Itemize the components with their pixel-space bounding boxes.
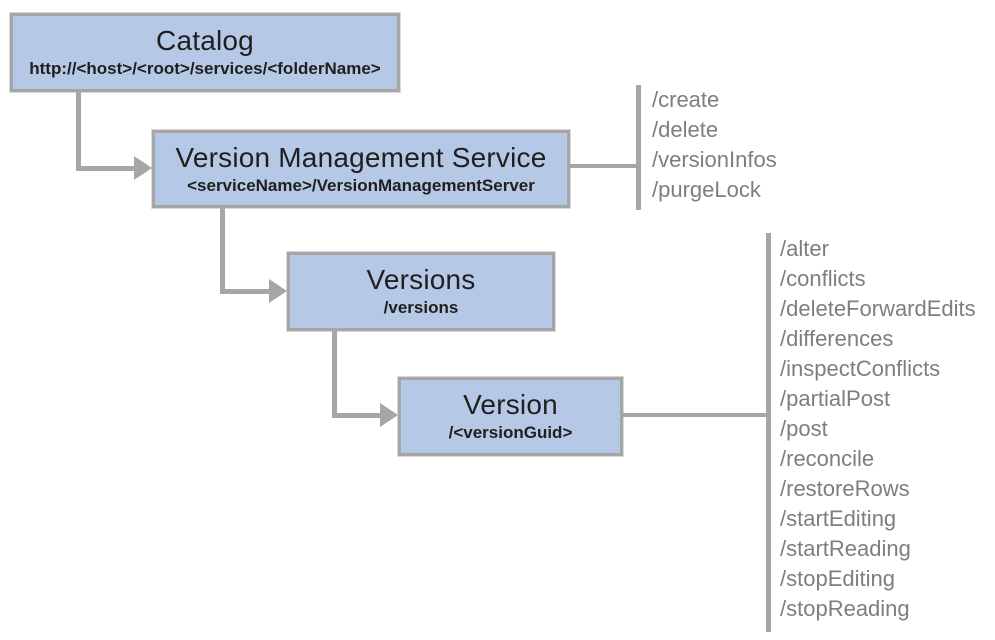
node-catalog-title: Catalog [156,25,254,57]
operation-label: /create [652,87,720,112]
arrowhead-icon [269,279,287,303]
operation-label: /post [780,416,828,441]
node-versions-title: Versions [366,264,476,296]
node-version-title: Version [463,389,558,421]
node-version: Version /<versionGuid> [398,377,623,456]
connector-versions-version-horizontal [332,413,382,418]
operations-bracket-version [766,233,771,632]
operation-label: /delete [652,117,719,142]
operation-label: /inspectConflicts [780,356,941,381]
connector-catalog-vms-vertical [76,92,81,171]
connector-catalog-vms-horizontal [76,166,136,171]
operation-label: /partialPost [780,386,891,411]
version-operations-list: /alter/conflicts/deleteForwardEdits/diff… [780,234,976,624]
node-catalog: Catalog http://<host>/<root>/services/<f… [10,13,400,92]
vms-operations-list: /create/delete/versionInfos/purgeLock [652,85,777,205]
operation-label: /differences [780,326,894,351]
operation-label: /deleteForwardEdits [780,296,976,321]
node-versions: Versions /versions [287,252,555,331]
operation-label: /conflicts [780,266,866,291]
arrowhead-icon [380,403,398,427]
connector-versions-version-vertical [332,331,337,418]
node-version-url: /<versionGuid> [448,423,573,443]
operation-label: /versionInfos [652,147,777,172]
node-vms-url: <serviceName>/VersionManagementServer [187,175,535,195]
operation-label: /stopReading [780,596,910,621]
connector-vms-versions-horizontal [220,289,271,294]
operation-label: /startEditing [780,506,897,531]
connector-vms-versions-vertical [220,208,225,294]
operation-label: /purgeLock [652,177,761,202]
operation-label: /stopEditing [780,566,895,591]
operation-label: /reconcile [780,446,875,471]
arrowhead-icon [134,156,152,180]
operation-label: /startReading [780,536,911,561]
node-versions-url: /versions [383,298,459,318]
node-vms-title: Version Management Service [175,141,547,173]
node-version-management-service: Version Management Service <serviceName>… [152,130,570,208]
operation-label: /alter [780,236,829,261]
node-catalog-url: http://<host>/<root>/services/<folderNam… [29,59,381,79]
connector-version-operations [623,413,766,417]
connector-vms-operations [570,164,636,168]
operations-bracket-vms [636,85,641,210]
operation-label: /restoreRows [780,476,910,501]
